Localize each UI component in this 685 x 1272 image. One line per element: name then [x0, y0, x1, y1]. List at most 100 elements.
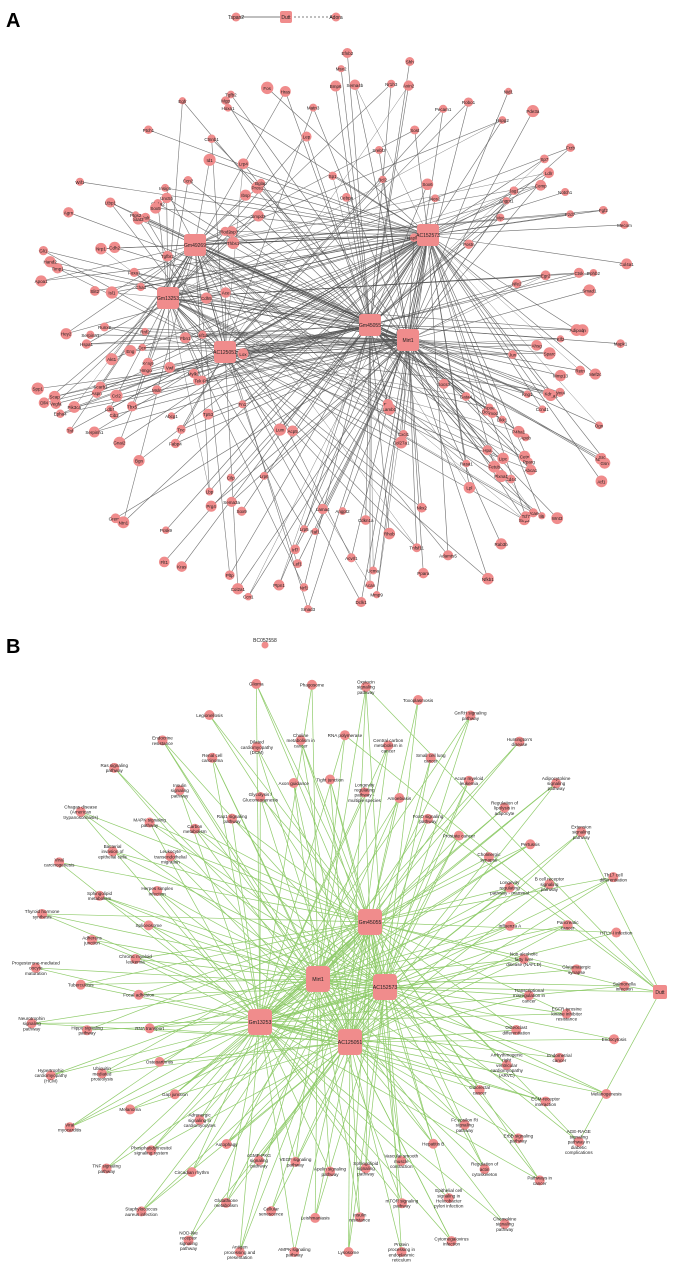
gene-label: Chad: [135, 285, 146, 290]
gene-label: Gnai2: [113, 441, 126, 446]
gene-label: Scap: [49, 395, 60, 400]
pathway-label: Leishmaniasis: [301, 1216, 331, 1221]
gene-label: Tspan2: [228, 15, 244, 21]
gene-label: Srebf2: [372, 148, 386, 153]
network-edge: [377, 235, 428, 595]
hub-label: Gm45055: [359, 920, 382, 926]
pathway-label: RNA polymerase: [328, 733, 363, 738]
gene-label: Pecam1: [435, 107, 452, 112]
gene-label: Pik3ca: [67, 405, 81, 410]
pathway-label: Melanogenesis: [591, 1092, 623, 1097]
gene-label: Jag1: [509, 189, 519, 194]
gene-label: Tek: [194, 379, 202, 384]
gene-label: Lpl: [466, 486, 472, 491]
gene-label: Frzb: [566, 146, 575, 151]
hub-label: Mirt1: [402, 338, 413, 344]
gene-label: Gata4: [460, 394, 473, 399]
pathway-label: Amoebiasis: [387, 796, 411, 801]
pathway-label: Osteoarthritis: [146, 1060, 174, 1065]
network-edge: [195, 160, 210, 245]
pathway-label: Tight junction: [316, 777, 344, 782]
gene-label: Egr2: [541, 273, 551, 278]
gene-label: Sox5: [150, 206, 161, 211]
gene-label: Lrp6: [260, 474, 270, 479]
hub-label: AC152573: [416, 233, 440, 239]
gene-label: Ldlr: [545, 171, 553, 176]
gene-label: Cdh2: [109, 245, 120, 250]
pathway-label: RNA transport: [135, 1026, 165, 1031]
gene-label: Runx2: [98, 325, 112, 330]
network-edge: [318, 783, 556, 979]
gene-label: Sox9: [237, 509, 248, 514]
gene-label: Lep: [303, 135, 311, 140]
gene-label: Col2a1: [231, 587, 246, 592]
gene-label: Nrf1: [300, 585, 309, 590]
network-edge: [361, 340, 408, 602]
gene-label: Tbx5: [127, 404, 138, 409]
network-edge: [428, 225, 624, 235]
gene-label: Ppara: [417, 571, 430, 576]
gene-label: Cib2: [110, 413, 120, 418]
gene-label: Adipoq: [570, 328, 585, 333]
gene-label: Tp53: [203, 412, 214, 417]
gene-label: Angpt1: [499, 199, 514, 204]
network-edge: [385, 987, 579, 1142]
gene-label: Nid1: [504, 89, 514, 94]
gene-label: Pcsk9: [160, 528, 173, 533]
network-edge: [385, 987, 402, 1252]
gene-label: Insig1: [159, 186, 172, 191]
gene-label: Egfr: [178, 99, 187, 104]
gene-label: Pparg: [523, 460, 536, 465]
gene-label: Il6: [539, 514, 544, 519]
gene-label: Fbn1: [180, 336, 191, 341]
gene-label: Ibsp: [241, 193, 250, 198]
gene-label: Akt1: [107, 357, 117, 362]
gene-label: Mef2c: [589, 372, 602, 377]
gene-label: Klf2: [557, 337, 565, 342]
network-edge: [343, 340, 408, 511]
gene-label: Scarb1: [93, 384, 108, 389]
gene-label: Msln: [152, 388, 162, 393]
gene-label: Nfkb1: [482, 577, 494, 582]
gene-label: Sparc: [544, 351, 557, 356]
network-edge: [385, 758, 431, 987]
gene-label: Adora: [329, 15, 343, 21]
hub-label: Gm49269: [184, 243, 206, 249]
network-edge: [370, 922, 567, 1014]
network-edge: [428, 185, 541, 235]
pathway-label: Glycolysis /Gluconeogenesis: [243, 792, 279, 802]
pathway-label: Focal adhesion: [123, 993, 155, 998]
hub-label: AC125051: [338, 1040, 363, 1046]
gene-label: Mgp: [221, 99, 230, 104]
gene-label: Bgn: [135, 459, 144, 464]
gene-label: Tcf7: [522, 514, 531, 519]
gene-label: Bcl2: [378, 177, 387, 182]
hub-label: AC125051: [213, 350, 237, 356]
gene-label: Ptgs2: [130, 213, 142, 218]
network-edge: [113, 851, 385, 987]
gene-label: Flt1: [161, 560, 169, 565]
gene-label: Sp7: [540, 157, 549, 162]
